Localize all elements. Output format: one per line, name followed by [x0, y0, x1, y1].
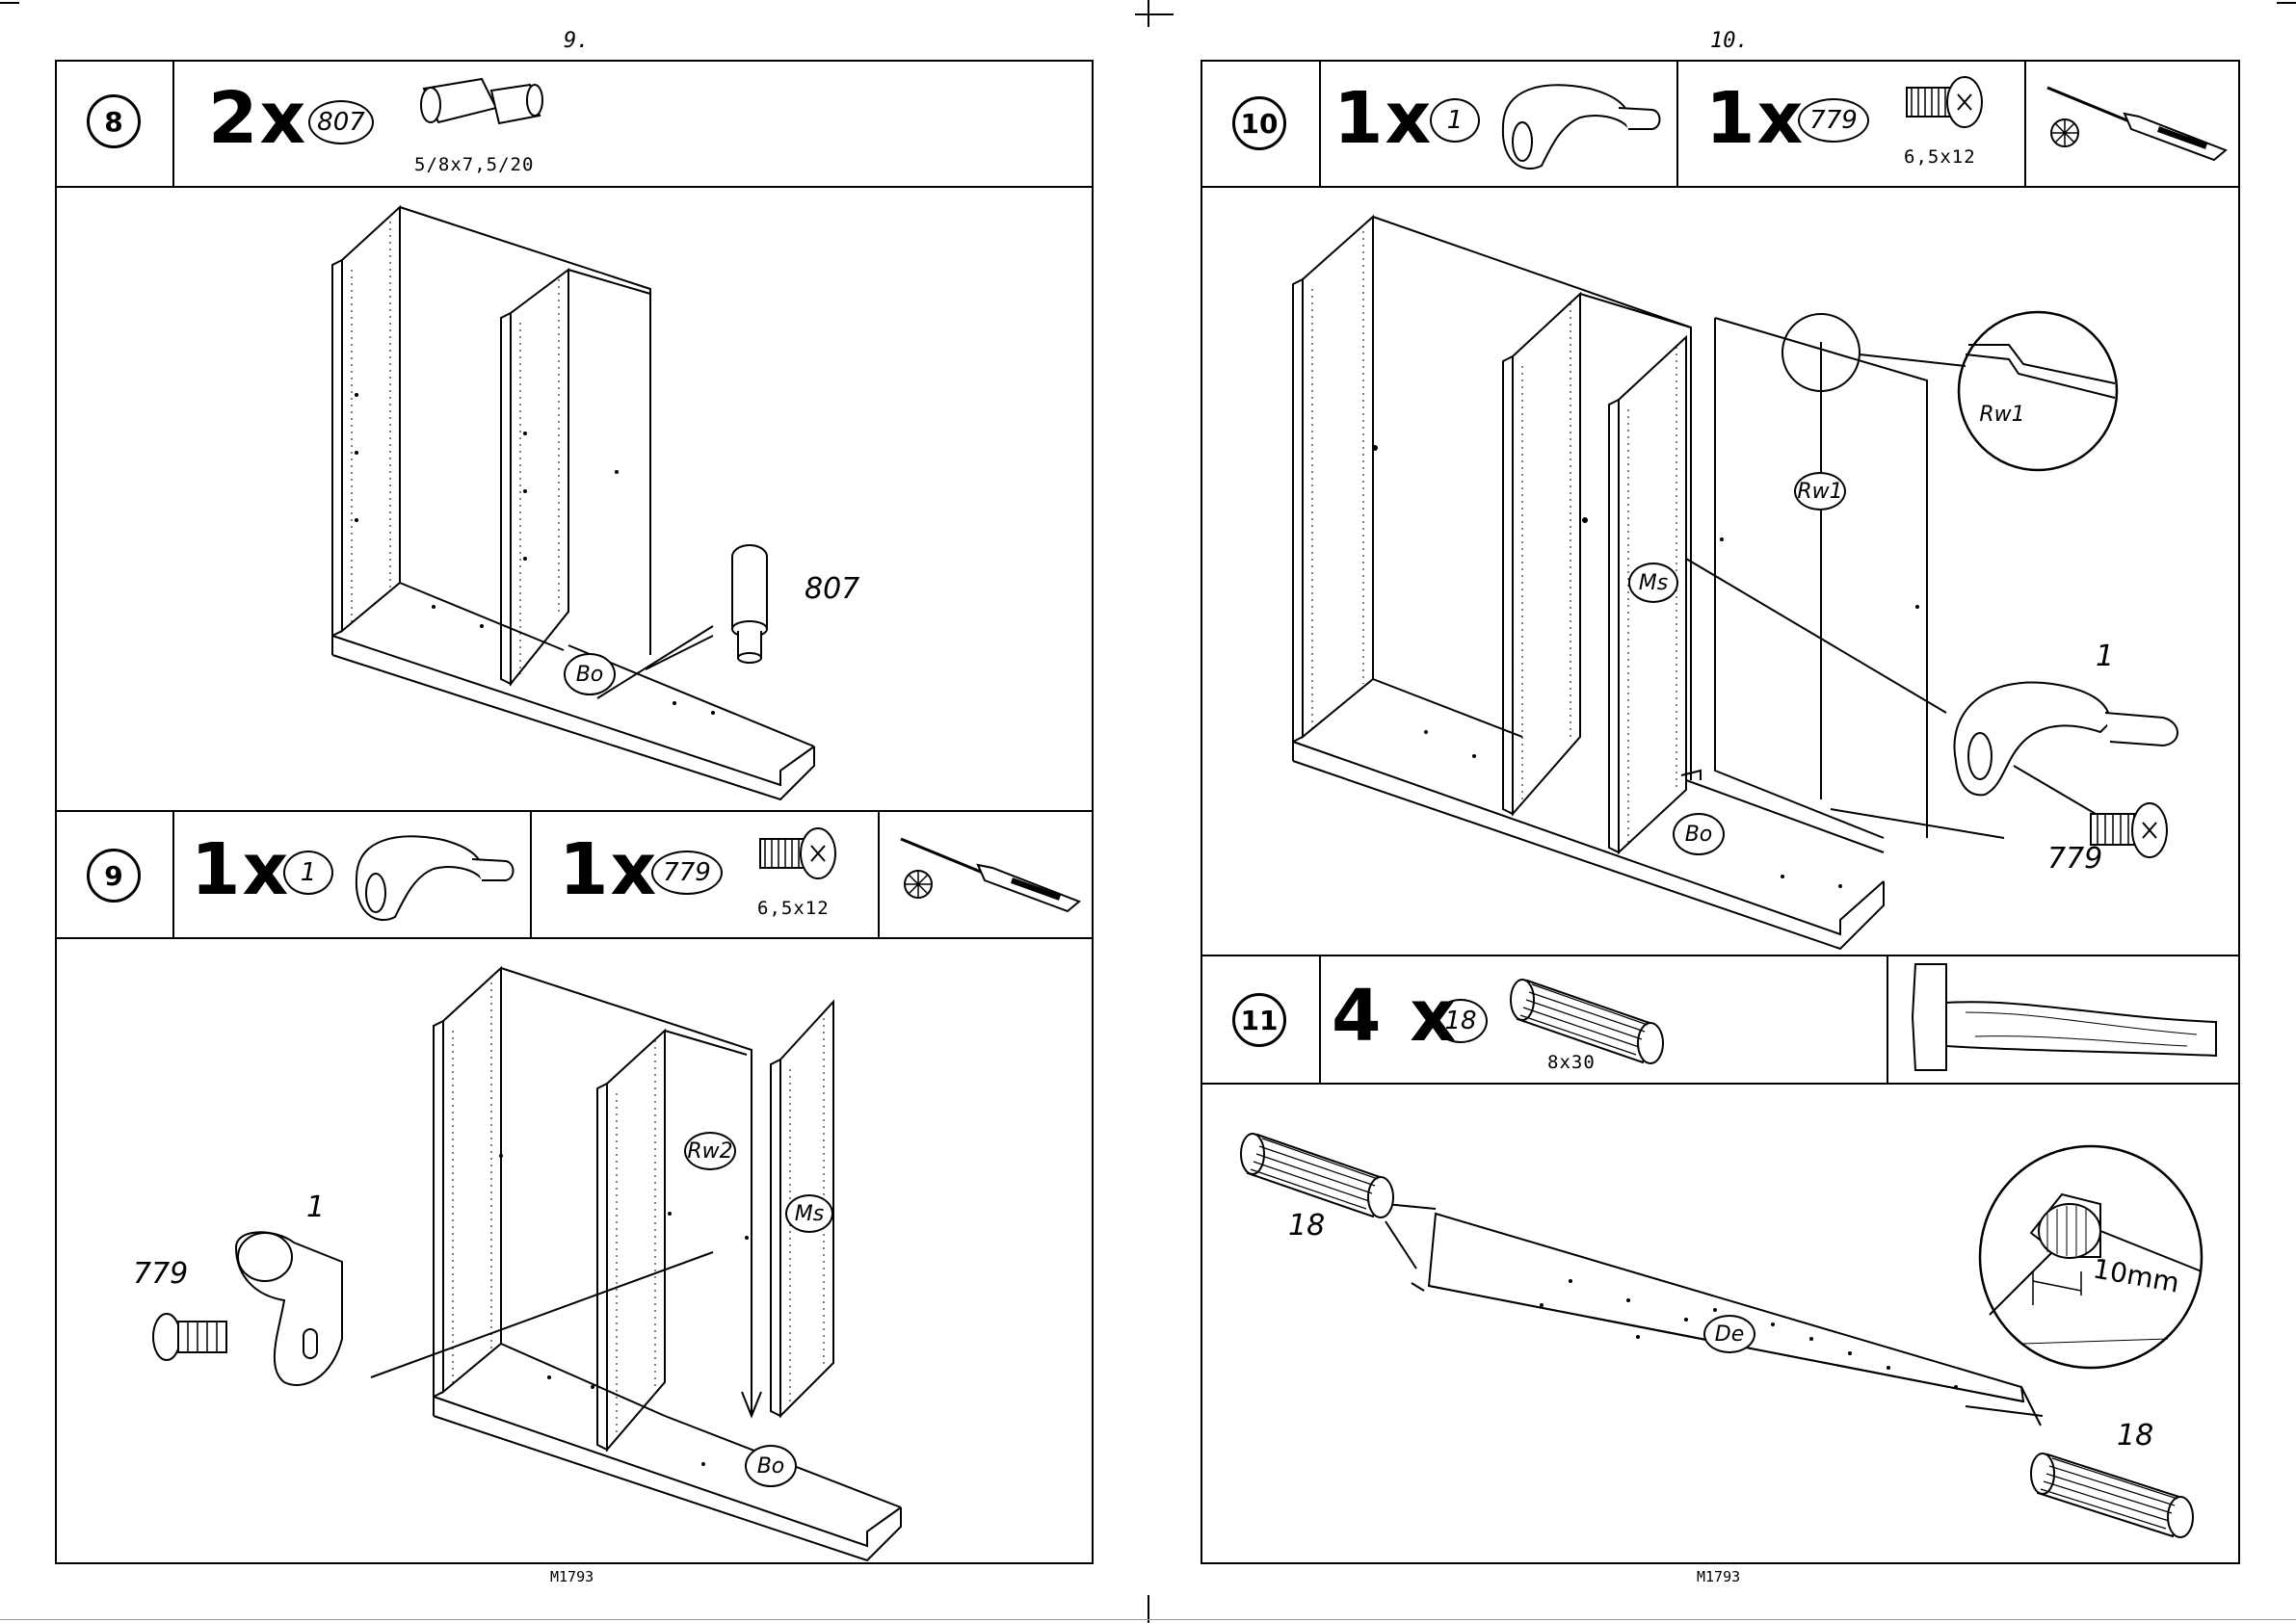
part-label: 779	[2047, 842, 2102, 876]
divider	[1319, 60, 1321, 186]
step-number: 10	[1232, 96, 1286, 150]
cam-lock-icon	[226, 1223, 381, 1397]
panel-tag: Ms	[785, 1194, 833, 1233]
cam-lock-icon	[337, 821, 520, 931]
step-9-illustration	[424, 963, 944, 1551]
panel-tag: De	[1703, 1315, 1755, 1353]
step-8-illustration	[328, 202, 848, 790]
part-quantity: 1x	[1705, 83, 1805, 154]
crop-mark	[1148, 0, 1149, 27]
detail-magnifier	[1778, 306, 2124, 480]
panel-tag: Rw1	[1975, 395, 2029, 433]
phillips-tip-icon	[901, 867, 936, 902]
screw-icon	[755, 825, 842, 882]
panel-tag: Rw1	[1794, 472, 1846, 510]
divider	[55, 810, 1094, 812]
part-size: 8x30	[1547, 1052, 1596, 1073]
crop-mark	[0, 2, 19, 4]
part-quantity: 1x	[191, 834, 290, 905]
crop-mark	[1135, 13, 1174, 15]
part-quantity: 1x	[1333, 83, 1433, 154]
panel-tag: Rw2	[684, 1132, 736, 1170]
divider	[2024, 60, 2026, 186]
page-number: 9.	[564, 29, 590, 53]
leader-line	[2009, 761, 2105, 819]
divider	[530, 810, 532, 937]
part-id: 1	[1430, 98, 1480, 143]
divider	[55, 186, 1094, 188]
divider	[1887, 955, 1888, 1083]
hammer-icon	[1908, 959, 2235, 1080]
divider	[172, 60, 174, 186]
step-number: 11	[1232, 993, 1286, 1047]
part-label: 807	[805, 572, 859, 606]
part-id: 779	[1798, 98, 1869, 143]
part-id: 18	[1434, 999, 1488, 1043]
step-number: 8	[87, 94, 141, 148]
screw-icon	[1902, 73, 1989, 131]
part-id: 807	[308, 100, 374, 144]
screw-icon	[149, 1308, 236, 1366]
page-number: 10.	[1710, 29, 1749, 53]
wooden-dowel-icon	[1238, 1125, 1402, 1221]
divider	[1319, 955, 1321, 1083]
part-size: 5/8x7,5/20	[414, 154, 534, 175]
part-label: 779	[133, 1257, 188, 1291]
crop-mark	[2277, 2, 2296, 4]
part-quantity: 1x	[559, 834, 658, 905]
wooden-dowel-icon	[2028, 1445, 2202, 1541]
crop-mark	[0, 1619, 2296, 1620]
divider	[1201, 955, 2240, 956]
panel-tag: Bo	[745, 1445, 797, 1487]
part-label: 18	[1288, 1209, 1325, 1243]
part-id: 1	[283, 851, 333, 895]
panel-tag: Bo	[1673, 813, 1725, 855]
part-label: 1	[306, 1191, 325, 1224]
part-label: 18	[2117, 1419, 2153, 1453]
divider	[1201, 186, 2240, 188]
cam-lock-icon	[1484, 69, 1667, 180]
part-size: 6,5x12	[757, 898, 830, 919]
step-number: 9	[87, 849, 141, 903]
divider	[172, 810, 174, 937]
page-footer: M1793	[1697, 1568, 1740, 1585]
panel-tag: Ms	[1628, 563, 1678, 603]
part-quantity: 2x	[208, 83, 307, 154]
page-footer: M1793	[550, 1568, 594, 1585]
divider	[55, 937, 1094, 939]
dowel-icon	[414, 69, 559, 146]
dowel-icon	[721, 542, 779, 668]
divider	[1676, 60, 1678, 186]
panel-tag: Bo	[564, 653, 616, 695]
part-label: 1	[2096, 640, 2114, 673]
divider	[1201, 1083, 2240, 1085]
part-size: 6,5x12	[1904, 146, 1976, 168]
part-id: 779	[651, 851, 723, 895]
phillips-tip-icon	[2047, 116, 2082, 150]
divider	[878, 810, 880, 937]
